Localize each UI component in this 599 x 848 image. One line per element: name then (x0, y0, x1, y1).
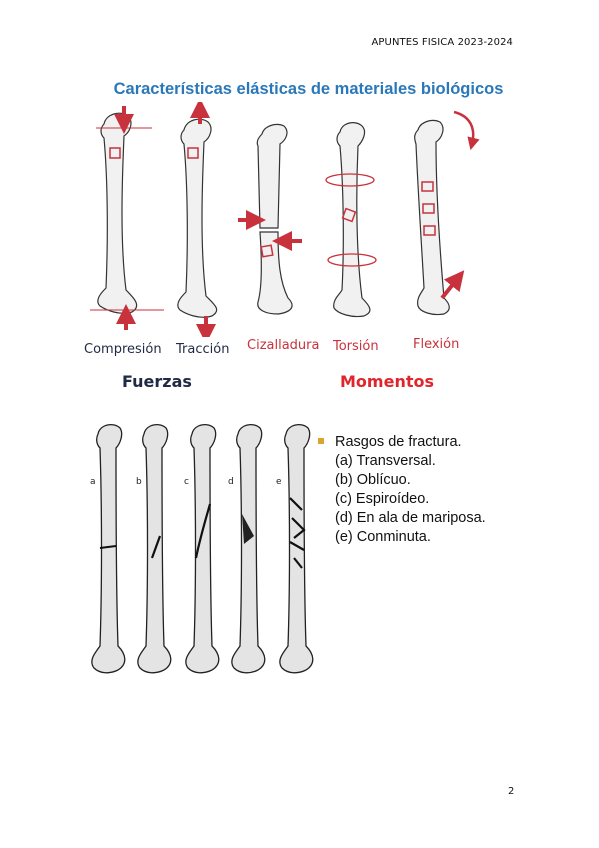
group-momentos: Momentos (340, 372, 434, 391)
fracture-item: (c) Espiroídeo. (335, 491, 430, 507)
fracture-letter-d: d (228, 477, 234, 487)
page-header: APUNTES FISICA 2023-2024 (371, 37, 513, 48)
figure-title: Características elásticas de materiales … (113, 80, 504, 98)
label-flexion: Flexión (413, 337, 460, 352)
fracture-item: (e) Conminuta. (335, 529, 431, 545)
fracture-item: (a) Transversal. (335, 453, 436, 469)
fracture-bone-d: d (228, 423, 266, 674)
fracture-bone-a: a (90, 423, 126, 674)
page-number: 2 (508, 786, 515, 797)
label-traccion: Tracción (176, 342, 230, 357)
bone-flexion (414, 110, 480, 316)
bone-shear (238, 123, 302, 315)
fracture-list: Rasgos de fractura. (a) Transversal. (b)… (318, 433, 486, 547)
fracture-bone-c: c (184, 423, 220, 674)
bone-compression (90, 106, 164, 330)
bone-traction (177, 102, 218, 337)
fracture-bone-b: b (136, 423, 172, 674)
fracture-types-figure: a b c d e (90, 423, 314, 674)
label-cizalladura: Cizalladura (247, 338, 320, 353)
fracture-letter-b: b (136, 477, 142, 487)
label-torsion: Torsión (333, 339, 379, 354)
fracture-item: (d) En ala de mariposa. (335, 510, 486, 526)
fracture-letter-a: a (90, 477, 96, 487)
bullet-icon (318, 438, 324, 444)
fracture-letter-e: e (276, 477, 282, 487)
fracture-bone-e: e (276, 423, 314, 674)
fracture-item: (b) Oblícuo. (335, 472, 411, 488)
group-fuerzas: Fuerzas (122, 372, 192, 391)
fracture-heading: Rasgos de fractura. (335, 434, 462, 450)
label-compresion: Compresión (84, 342, 162, 357)
elastic-properties-figure (90, 102, 480, 337)
fracture-letter-c: c (184, 477, 189, 487)
bone-torsion (325, 122, 377, 318)
